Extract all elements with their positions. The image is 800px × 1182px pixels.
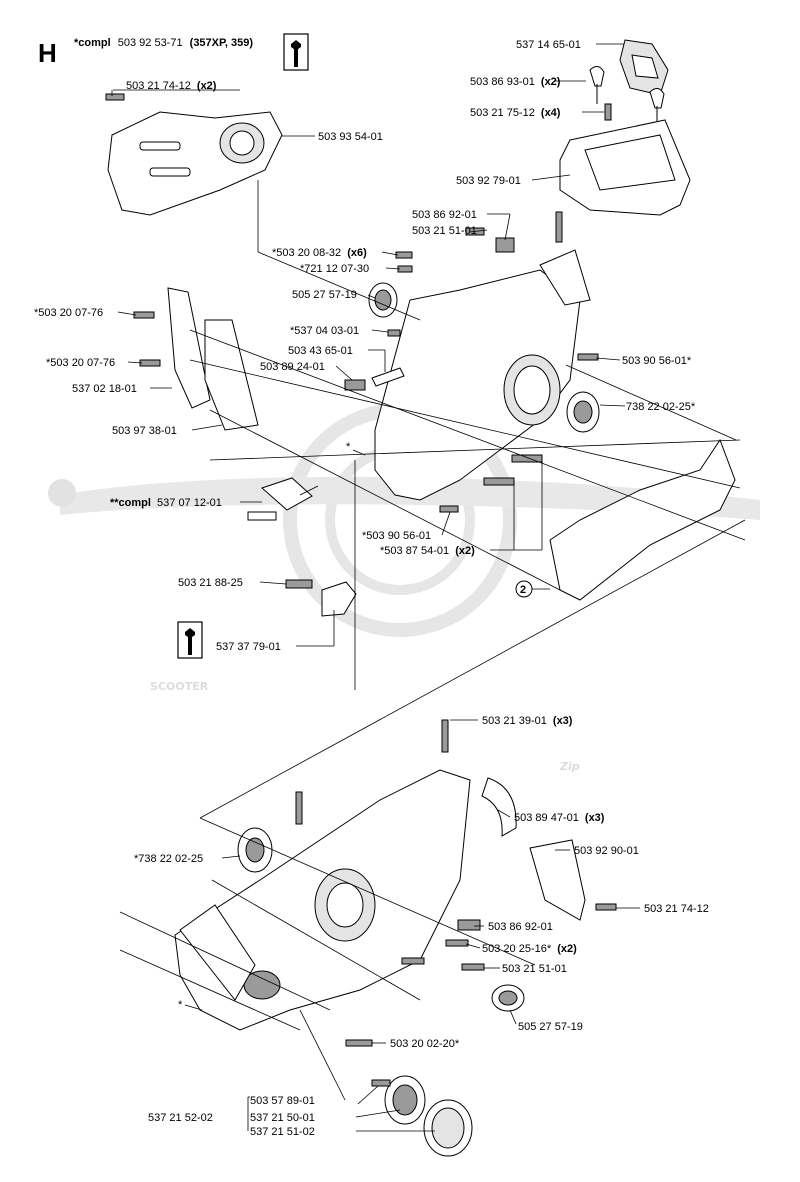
part-qty: (x6): [347, 247, 367, 259]
watermark-suffix: Zip: [559, 760, 580, 773]
part-code: 503 21 75-12: [470, 107, 535, 119]
asterisk-marker-lower: *: [178, 999, 183, 1011]
spring-shape: [371, 367, 405, 387]
part-label: *503 87 54-01 (x2): [380, 545, 475, 557]
part-label: 503 90 56-01*: [622, 355, 692, 367]
part-label: 503 86 93-01 (x2): [470, 76, 561, 88]
part-qty: (x2): [541, 76, 561, 88]
nut-shape-1: [589, 66, 605, 87]
wrench-icon: [177, 621, 203, 659]
asterisk-marker-upper: *: [346, 441, 351, 453]
part-label: *503 20 07-76: [34, 307, 103, 319]
leader-lines: [111, 43, 640, 1132]
part-label: 503 21 51-01: [412, 225, 477, 237]
av-element-shape: [481, 777, 517, 837]
part-label: 503 21 39-01 (x3): [482, 715, 573, 727]
part-code: 503 86 93-01: [470, 76, 535, 88]
kit-number: 503 92 53-71: [118, 37, 183, 49]
part-label: 537 02 18-01: [72, 383, 137, 395]
part-label: *503 90 56-01: [362, 530, 431, 542]
part-label: 537 21 52-02: [148, 1112, 213, 1124]
part-label: 503 93 54-01: [318, 131, 383, 143]
part-label: 503 21 74-12: [644, 903, 709, 915]
part-code: *503 20 08-32: [272, 247, 341, 259]
part-qty: (x4): [541, 107, 561, 119]
part-code: *503 87 54-01: [380, 545, 449, 557]
kit-prefix: *compl: [74, 37, 111, 49]
part-label: 738 22 02-25*: [626, 401, 696, 413]
upper-assembly-drawing: [105, 39, 736, 617]
part-code: 503 89 47-01: [514, 812, 579, 824]
part-label: *738 22 02-25: [134, 853, 203, 865]
part-prefix: **compl: [110, 497, 151, 509]
part-qty: (x2): [455, 545, 475, 557]
part-label: 503 86 92-01: [412, 209, 477, 221]
cover-plate-shape: [529, 839, 586, 921]
part-label: *503 20 07-76: [46, 357, 115, 369]
nut-shape-2: [649, 88, 665, 109]
part-label: *721 12 07-30: [300, 263, 369, 275]
chain-adjuster-shape: [261, 477, 313, 511]
part-label: 537 21 51-02: [250, 1126, 315, 1138]
part-label: 503 21 74-12 (x2): [126, 80, 217, 92]
kit-models: (357XP, 359): [190, 37, 254, 49]
watermark-brand: SCOOTER: [150, 680, 209, 693]
part-label: 503 43 65-01: [288, 345, 353, 357]
part-label: 537 14 65-01: [516, 39, 581, 51]
part-label: 503 92 79-01: [456, 175, 521, 187]
bracket-shape: [321, 581, 357, 617]
chain-guard-shape: [167, 287, 211, 409]
part-label: 503 21 88-25: [178, 577, 243, 589]
part-label: 503 21 75-12 (x4): [470, 107, 561, 119]
assembly-lines: [119, 180, 746, 1101]
part-label: 503 21 51-01: [502, 963, 567, 975]
wrench-icon: [283, 33, 309, 71]
callout-2: 2: [515, 580, 533, 598]
gasket-shape: [549, 438, 736, 601]
section-letter: H: [38, 38, 57, 68]
part-label: 503 97 38-01: [112, 425, 177, 437]
part-label: *503 20 08-32 (x6): [272, 247, 367, 259]
part-label: 503 89 24-01: [260, 361, 325, 373]
part-qty: (x3): [553, 715, 573, 727]
part-qty: (x2): [197, 80, 217, 92]
part-label: 503 20 25-16* (x2): [482, 943, 577, 955]
part-label: 537 21 50-01: [250, 1112, 315, 1124]
part-label: *537 04 03-01: [290, 325, 359, 337]
part-label: 505 27 57-19: [292, 289, 357, 301]
callout-2-label: 2: [520, 584, 526, 596]
part-label: 503 20 02-20*: [390, 1038, 460, 1050]
part-qty: (x3): [585, 812, 605, 824]
part-label: 503 57 89-01: [250, 1095, 315, 1107]
kit-label: *compl 503 92 53-71 (357XP, 359): [74, 37, 253, 49]
part-qty: (x2): [557, 943, 577, 955]
lower-assembly-drawing: [174, 719, 617, 1157]
part-label: **compl 537 07 12-01: [110, 497, 222, 509]
part-label: 537 37 79-01: [216, 641, 281, 653]
part-code: 503 21 74-12: [126, 80, 191, 92]
part-label: 503 92 90-01: [574, 845, 639, 857]
part-label: 505 27 57-19: [518, 1021, 583, 1033]
part-labels: 537 14 65-01 503 86 93-01 (x2) 503 21 75…: [34, 39, 709, 1138]
part-label: 503 86 92-01: [488, 921, 553, 933]
part-code: 503 21 39-01: [482, 715, 547, 727]
part-code: 503 20 25-16*: [482, 943, 552, 955]
part-label: 503 89 47-01 (x3): [514, 812, 605, 824]
part-code: 537 07 12-01: [157, 497, 222, 509]
